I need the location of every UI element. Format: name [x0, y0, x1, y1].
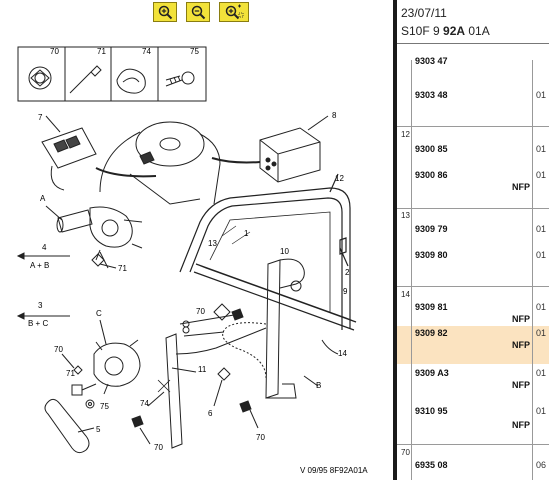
- part-ref[interactable]: 6935 08: [415, 460, 448, 470]
- switch-and-dashboard: [41, 115, 329, 205]
- part-qty: 01: [536, 302, 547, 312]
- zoom-window-button[interactable]: [219, 2, 249, 22]
- part-qty: 01: [536, 90, 547, 100]
- part-ref[interactable]: 9309 79: [415, 224, 448, 234]
- zoom-toolbar: [0, 0, 393, 24]
- header-code: S10F 9 92A 01A: [401, 24, 490, 38]
- part-qty: 01: [536, 250, 547, 260]
- fastener-inset: [17, 46, 207, 102]
- callout-B: B: [316, 381, 321, 390]
- group-arrows: [16, 252, 70, 320]
- callout-A: A: [40, 194, 46, 203]
- callout-74-inset: 74: [142, 47, 151, 56]
- group-label: 13: [401, 211, 410, 220]
- callout-6: 75: [100, 402, 109, 411]
- window-regulator-B: [131, 258, 339, 449]
- selected-row-highlight: [397, 326, 549, 364]
- callout-C: C: [96, 309, 102, 318]
- callout-7: 7: [38, 113, 43, 122]
- callout-70-inset: 70: [50, 47, 59, 56]
- group-separator: [397, 286, 549, 287]
- zoom-in-button[interactable]: [153, 2, 177, 22]
- part-ref[interactable]: 9303 48: [415, 90, 448, 100]
- callout-70-mid: 70: [196, 307, 205, 316]
- window-motor-C: [44, 319, 141, 454]
- zoom-out-button[interactable]: [186, 2, 210, 22]
- callout-12: 12: [335, 174, 344, 183]
- group-label: 14: [401, 290, 410, 299]
- part-qty: 01: [536, 368, 547, 378]
- callout-75-inset: 75: [190, 47, 199, 56]
- callout-71-left: 71: [118, 264, 127, 273]
- part-qty: 01: [536, 170, 547, 180]
- group-separator: [397, 208, 549, 209]
- callout-8: 8: [332, 111, 337, 120]
- column-line: [532, 60, 533, 480]
- callout-2: 2: [345, 268, 350, 277]
- callout-5: 5: [96, 425, 101, 434]
- callout-4: 4: [42, 243, 47, 252]
- header-date: 23/07/11: [401, 6, 447, 20]
- callout-10: 10: [280, 247, 289, 256]
- callout-70-left: 70: [54, 345, 63, 354]
- callout-11: 11: [198, 365, 207, 374]
- door-window-frame: [179, 173, 357, 331]
- part-nfp: NFP: [512, 182, 530, 192]
- parts-list[interactable]: 9303 47 9303 48 01 12 9300 85 01 9300 86…: [397, 56, 549, 480]
- group-label: 70: [401, 448, 410, 457]
- callout-A-plus-B: A + B: [30, 261, 49, 270]
- part-ref-partial: 9303 47: [415, 56, 448, 66]
- callout-3: 3: [38, 301, 43, 310]
- part-qty: 01: [536, 328, 547, 338]
- group-separator: [397, 444, 549, 445]
- column-line: [411, 60, 412, 480]
- diagram-panel: 70 71 74 75 7 8: [0, 0, 393, 475]
- parts-panel: 23/07/11 S10F 9 92A 01A 9303 47 9303 48 …: [397, 0, 549, 480]
- part-ref[interactable]: 9309 81: [415, 302, 448, 312]
- callout-74: 6: [208, 409, 213, 418]
- part-qty: 06: [536, 460, 547, 470]
- part-nfp: NFP: [512, 340, 530, 350]
- callout-9: 9: [343, 287, 348, 296]
- header-separator: [397, 43, 549, 44]
- part-qty: 01: [536, 144, 547, 154]
- window-motor-A: [45, 205, 143, 269]
- zoom-window-icon: [225, 4, 244, 20]
- part-nfp: NFP: [512, 420, 530, 430]
- callout-13: 13: [208, 239, 217, 248]
- diagram-reference: V 09/95 8F92A01A: [300, 466, 368, 475]
- panel-divider[interactable]: [393, 0, 397, 480]
- part-qty: 01: [536, 406, 547, 416]
- callout-70-bottom-right: 70: [256, 433, 265, 442]
- callout-14: 14: [338, 349, 347, 358]
- part-nfp: NFP: [512, 380, 530, 390]
- clip-71-left: [91, 253, 117, 269]
- group-label: 12: [401, 130, 410, 139]
- part-qty: 01: [536, 224, 547, 234]
- part-ref-selected[interactable]: 9309 82: [415, 328, 448, 338]
- part-ref[interactable]: 9310 95: [415, 406, 448, 416]
- part-ref[interactable]: 9309 80: [415, 250, 448, 260]
- callout-1: 1: [244, 229, 249, 238]
- callout-70-bottom-left: 70: [154, 443, 163, 452]
- part-nfp: NFP: [512, 314, 530, 324]
- callout-B-plus-C: B + C: [28, 319, 48, 328]
- callout-71-inset: 71: [97, 47, 106, 56]
- exploded-parts-diagram: 70 71 74 75 7 8: [16, 46, 357, 454]
- group-separator: [397, 126, 549, 127]
- part-ref[interactable]: 9309 A3: [415, 368, 449, 378]
- part-ref[interactable]: 9300 86: [415, 170, 448, 180]
- zoom-in-icon: [158, 5, 173, 20]
- callout-75: 74: [140, 399, 149, 408]
- zoom-out-icon: [191, 5, 206, 20]
- part-ref[interactable]: 9300 85: [415, 144, 448, 154]
- callout-71-lower: 71: [66, 369, 75, 378]
